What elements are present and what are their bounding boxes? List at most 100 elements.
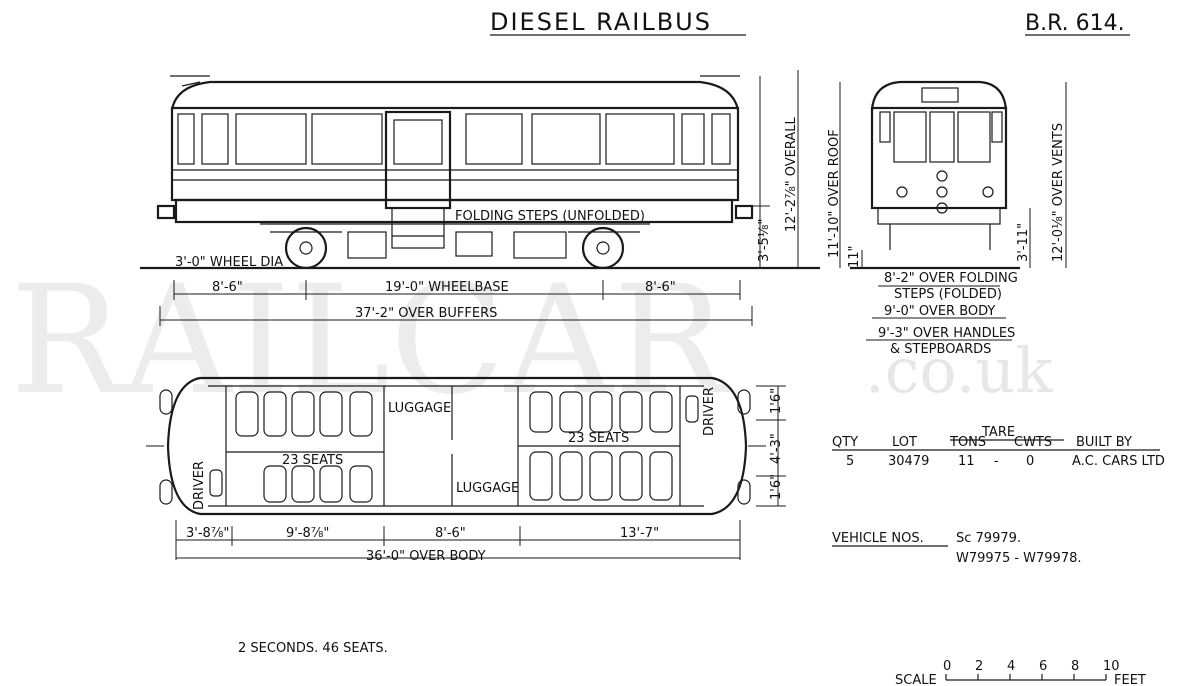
passenger-seat xyxy=(529,451,553,501)
passenger-seat xyxy=(291,391,315,437)
seats-label-left: 23 SEATS xyxy=(282,453,343,468)
dim-handles-line2: & STEPBOARDS xyxy=(890,342,991,357)
buffer-left xyxy=(156,204,176,220)
passenger-seat xyxy=(291,465,315,503)
drawing-title: DIESEL RAILBUS xyxy=(490,8,712,36)
dim-over-vents: 12'-0⅛" OVER VENTS xyxy=(1051,123,1066,262)
dim-plan-3: 8'-6" xyxy=(435,526,466,541)
side-underframe xyxy=(174,198,734,224)
folding-steps-label: FOLDING STEPS (UNFOLDED) xyxy=(455,209,645,224)
equipment-box xyxy=(455,231,493,257)
luggage-label-top: LUGGAGE xyxy=(388,401,451,416)
scale-unit: FEET xyxy=(1114,673,1146,686)
dim-wheelbase: 19'-0" WHEELBASE xyxy=(385,280,509,295)
passenger-seat xyxy=(559,451,583,501)
equipment-box xyxy=(513,231,567,259)
value-qty: 5 xyxy=(846,454,854,469)
end-window xyxy=(893,111,927,163)
side-window xyxy=(711,113,731,165)
end-roof xyxy=(870,80,1008,111)
side-window xyxy=(311,113,383,165)
passenger-seat xyxy=(619,451,643,501)
driver-seat xyxy=(209,469,223,497)
end-dimensions xyxy=(861,82,1067,341)
value-cwts: 0 xyxy=(1026,454,1034,469)
dim-plan-width-2: 4'-3" xyxy=(769,433,784,464)
dim-folding-steps-line2: STEPS (FOLDED) xyxy=(894,287,1002,302)
scale-tick-label: 0 xyxy=(943,659,951,674)
spec-table: TARE QTY LOT TONS CWTS BUILT BY 5 30479 … xyxy=(832,425,1165,469)
side-window xyxy=(605,113,675,165)
watermark-suffix: .co.uk xyxy=(865,334,1053,407)
dim-plan-width-3: 1'6" xyxy=(769,474,784,500)
header-lot: LOT xyxy=(892,435,917,450)
side-vertical-dimensions xyxy=(752,70,841,268)
plan-handle xyxy=(737,479,751,505)
scale-tick-label: 2 xyxy=(975,659,983,674)
end-window xyxy=(957,111,991,163)
side-body xyxy=(170,106,740,202)
value-lot: 30479 xyxy=(888,454,929,469)
scale-tick-label: 4 xyxy=(1007,659,1015,674)
seat-group xyxy=(235,391,673,503)
dim-end-inch: 11" xyxy=(847,245,862,268)
passenger-seat xyxy=(263,391,287,437)
passenger-seat xyxy=(649,451,673,501)
side-elevation xyxy=(140,75,820,270)
side-dimensions xyxy=(159,280,753,326)
folding-steps xyxy=(391,207,445,249)
header-qty: QTY xyxy=(832,435,858,450)
drawing-number: B.R. 614. xyxy=(1025,11,1125,36)
passenger-seat xyxy=(263,465,287,503)
plan-handle xyxy=(737,389,751,415)
vehicle-nos-label: VEHICLE NOS. xyxy=(832,531,924,546)
passenger-seat xyxy=(589,451,613,501)
passenger-seat xyxy=(559,391,583,433)
roof-vent-left xyxy=(181,81,201,87)
side-window xyxy=(465,113,523,165)
tare-label: TARE xyxy=(981,425,1015,440)
scale-tick-label: 10 xyxy=(1103,659,1120,674)
dim-plan-1: 3'-8⅞" xyxy=(186,526,229,541)
end-underframe xyxy=(877,207,1001,225)
watermark-main: RAILCAR xyxy=(10,254,730,428)
plan-view xyxy=(146,376,766,516)
end-lamp xyxy=(896,186,908,198)
dim-right-overhang: 8'-6" xyxy=(645,280,676,295)
passenger-seat xyxy=(235,391,259,437)
side-window xyxy=(531,113,601,165)
scale-label: SCALE xyxy=(895,673,937,686)
plan-outline xyxy=(166,376,748,516)
end-elevation xyxy=(850,80,1020,270)
side-window xyxy=(235,113,307,165)
driver-label-left: DRIVER xyxy=(192,461,207,510)
end-lamp xyxy=(982,186,994,198)
vehicle-nos-line2: W79975 - W79978. xyxy=(956,551,1082,566)
value-built-by: A.C. CARS LTD xyxy=(1072,454,1165,469)
seating-summary: 2 SECONDS. 46 SEATS. xyxy=(238,641,388,656)
seats-label-right: 23 SEATS xyxy=(568,431,629,446)
dim-over-roof: 11'-10" OVER ROOF xyxy=(827,129,842,258)
dim-over-buffers: 37'-2" OVER BUFFERS xyxy=(355,306,497,321)
vehicle-nos-line1: Sc 79979. xyxy=(956,531,1021,546)
side-door xyxy=(384,110,452,210)
equipment-box xyxy=(347,231,387,259)
dim-step-height: 3'-5⅛" xyxy=(757,219,772,262)
buffer-right xyxy=(734,204,754,220)
door-window xyxy=(393,119,443,165)
passenger-seat xyxy=(589,391,613,433)
wheel-dia-label: 3'-0" WHEEL DIA xyxy=(175,255,283,270)
passenger-seat xyxy=(319,465,343,503)
dim-handles-line1: 9'-3" OVER HANDLES xyxy=(878,326,1015,341)
plan-dimensions xyxy=(175,385,786,560)
dim-plan-2: 9'-8⅞" xyxy=(286,526,329,541)
passenger-seat xyxy=(319,391,343,437)
value-tons: 11 xyxy=(958,454,975,469)
scale-tick-label: 8 xyxy=(1071,659,1079,674)
passenger-seat xyxy=(529,391,553,433)
end-body xyxy=(870,106,1008,210)
dim-plan-width-1: 1'6" xyxy=(769,388,784,414)
